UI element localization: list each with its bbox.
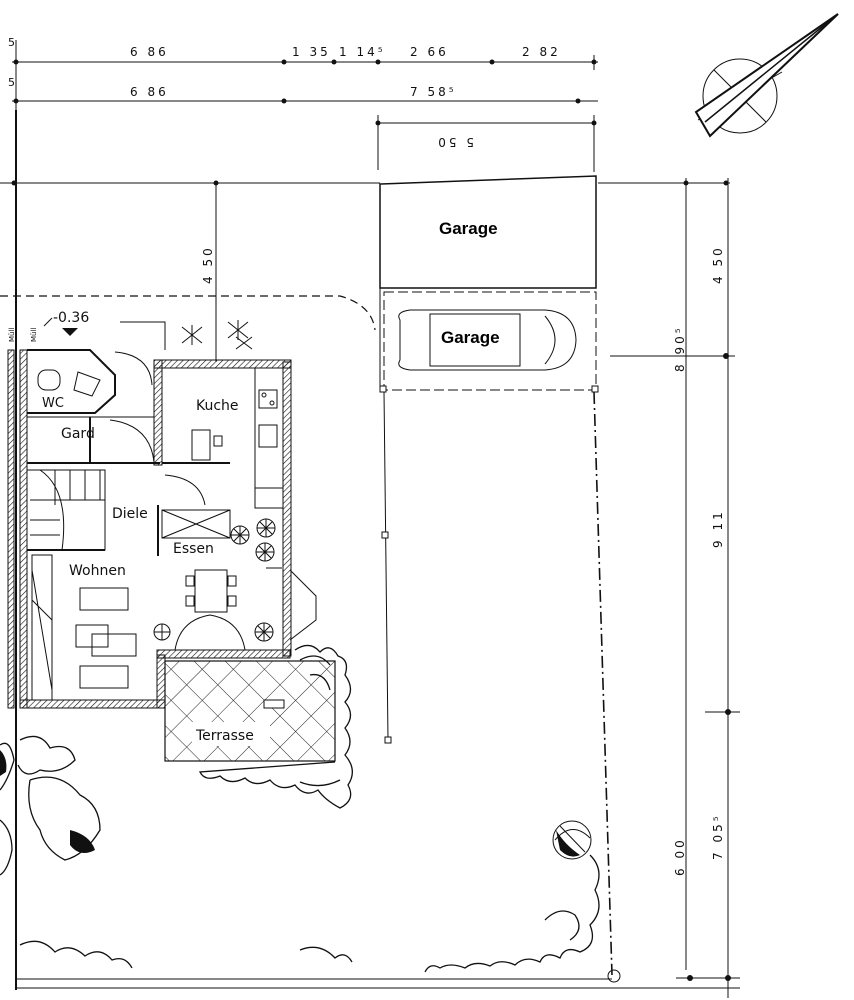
dim-top-266: 2 66 bbox=[410, 45, 449, 59]
tree-icon bbox=[552, 820, 592, 860]
room-label-kuche: Kuche bbox=[196, 398, 239, 414]
property-lines bbox=[0, 295, 740, 989]
room-label-gard: Gard bbox=[61, 426, 95, 442]
level-marker bbox=[43, 317, 78, 336]
dim-vert-450-left: 4 50 bbox=[201, 245, 215, 284]
dim-vert-911: 9 11 bbox=[711, 509, 725, 548]
plant-icons bbox=[153, 320, 276, 642]
dim-garage-550: 5 50 bbox=[435, 135, 474, 149]
mull-label-1: Müll bbox=[8, 328, 16, 342]
car-icon bbox=[398, 309, 577, 371]
dim-row2-7585: 7 58⁵ bbox=[410, 85, 457, 99]
room-label-terrasse: Terrasse bbox=[195, 728, 254, 744]
garden-shrubs bbox=[0, 735, 600, 973]
mull-label-2: Müll bbox=[30, 328, 38, 342]
dim-vert-7055: 7 05⁵ bbox=[711, 813, 725, 860]
garage-block bbox=[379, 175, 599, 393]
room-label-wohnen: Wohnen bbox=[69, 563, 126, 579]
garage-label-1: Garage bbox=[439, 219, 498, 238]
level-label: -0.36 bbox=[53, 310, 89, 326]
dim-top-686: 6 86 bbox=[130, 45, 169, 59]
dimension-chain-top: 6 86 1 35 1 14⁵ 2 66 2 82 6 86 7 58⁵ 5 5 bbox=[8, 36, 598, 110]
dimension-garage-width: 5 50 bbox=[375, 115, 597, 172]
site-grid bbox=[0, 110, 740, 998]
dim-vert-600: 6 00 bbox=[673, 837, 687, 876]
dim-vert-8905: 8 90⁵ bbox=[673, 325, 687, 372]
dim-top-1145: 1 14⁵ bbox=[339, 45, 386, 59]
dim-row2-686: 6 86 bbox=[130, 85, 169, 99]
shrub-outline bbox=[198, 644, 353, 809]
dim-top-135: 1 35 bbox=[292, 45, 331, 59]
terrace bbox=[164, 660, 336, 762]
room-label-diele: Diele bbox=[112, 506, 148, 522]
garage-label-2: Garage bbox=[441, 328, 500, 347]
room-label-essen: Essen bbox=[173, 541, 214, 557]
house-floorplan bbox=[7, 321, 317, 709]
north-arrow-icon bbox=[694, 13, 839, 138]
room-label-wc: WC bbox=[42, 396, 64, 411]
dim-top-282: 2 82 bbox=[522, 45, 561, 59]
dim-vert-450-right: 4 50 bbox=[711, 245, 725, 284]
dim-left-5b: 5 bbox=[8, 76, 17, 89]
dim-left-5a: 5 bbox=[8, 36, 17, 49]
